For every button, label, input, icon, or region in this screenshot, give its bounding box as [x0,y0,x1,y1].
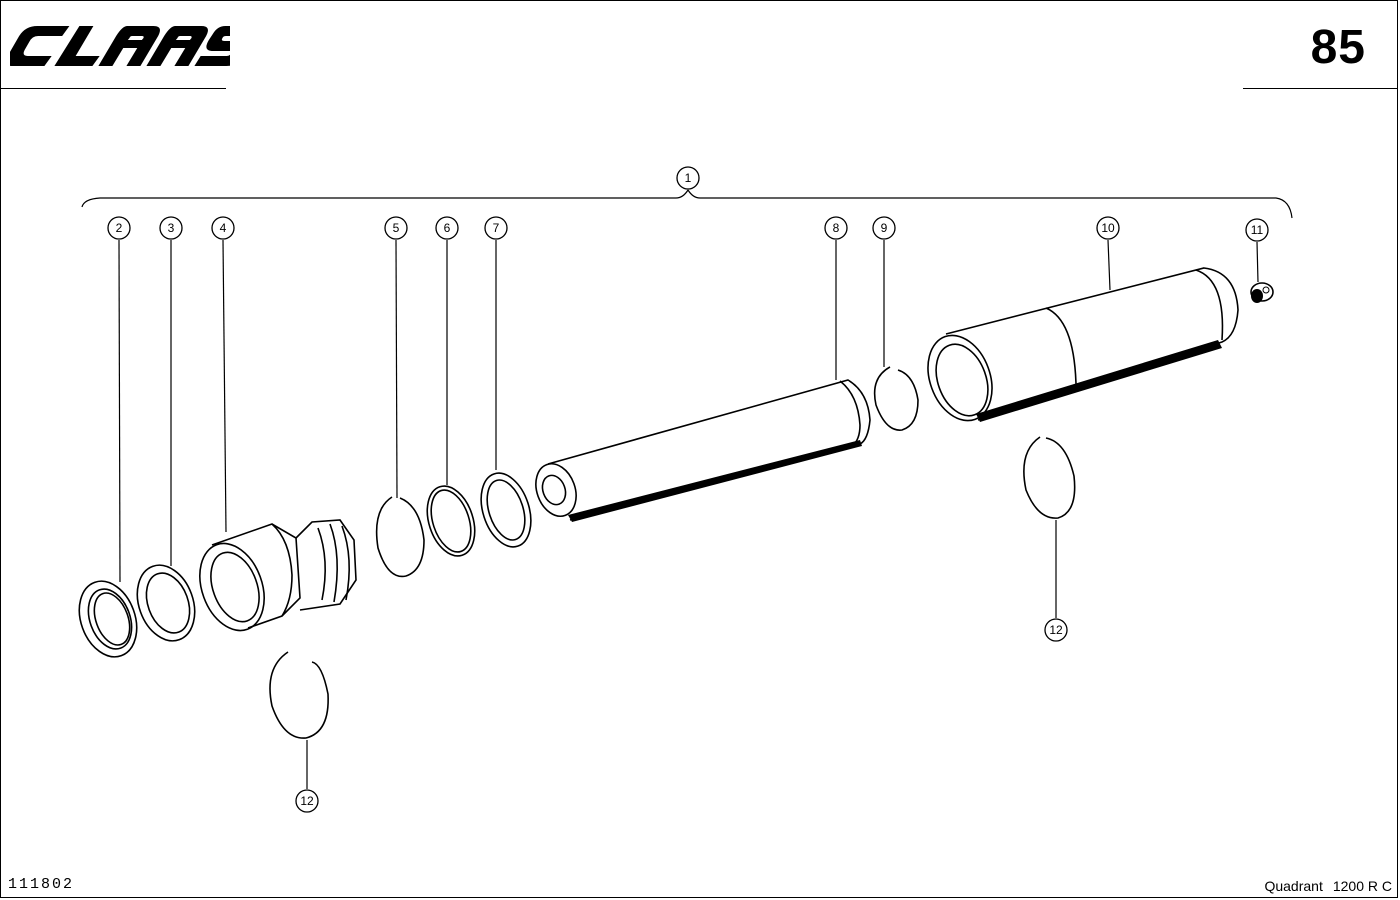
callout-11: 11 [1245,218,1269,242]
callout-8: 8 [824,216,848,240]
part-12-retaining-ring-right [1023,436,1076,519]
assembly-bracket-right [687,189,1293,219]
part-6-ring [426,485,476,557]
claas-logo [10,26,230,66]
svg-text:3: 3 [168,221,175,235]
part-8-piston-rod [535,379,871,522]
document-number: 111802 [8,876,75,893]
model-label: Quadrant 1200 R C [1254,878,1392,894]
svg-text:10: 10 [1101,221,1115,235]
leader-lines [118,239,1259,789]
svg-text:2: 2 [116,221,123,235]
header-rule-right [1243,88,1398,89]
callout-6: 6 [435,216,459,240]
callout-7: 7 [484,216,508,240]
model-name: Quadrant [1264,878,1323,894]
callout-2: 2 [107,216,131,240]
part-4-piston-head [199,519,357,632]
svg-text:7: 7 [493,221,500,235]
callout-4: 4 [211,216,235,240]
model-code: 1200 R C [1332,878,1392,894]
callout-12-left: 12 [295,789,319,813]
callout-12-right: 12 [1044,618,1068,642]
callout-3: 3 [159,216,183,240]
assembly-bracket-left [81,189,689,208]
svg-text:6: 6 [444,221,451,235]
header-rule-left [0,88,226,89]
part-5-snap-ring [375,496,425,578]
svg-text:4: 4 [220,221,227,235]
svg-text:9: 9 [881,221,888,235]
part-11-grease-nipple [1250,282,1274,303]
callout-1: 1 [676,166,700,190]
svg-text:12: 12 [300,794,314,808]
svg-text:12: 12 [1049,623,1063,637]
part-2-ring [78,580,138,658]
page-number: 85 [1310,21,1366,74]
part-9-snap-ring [873,366,919,431]
part-12-retaining-ring-left [269,651,329,739]
part-3-ring [136,564,196,642]
callout-9: 9 [872,216,896,240]
svg-text:5: 5 [393,221,400,235]
part-10-cylinder-barrel [927,267,1239,422]
callout-10: 10 [1096,216,1120,240]
svg-text:8: 8 [833,221,840,235]
callout-5: 5 [384,216,408,240]
svg-text:1: 1 [685,171,692,185]
svg-text:11: 11 [1251,223,1264,237]
part-7-seal [480,472,532,548]
